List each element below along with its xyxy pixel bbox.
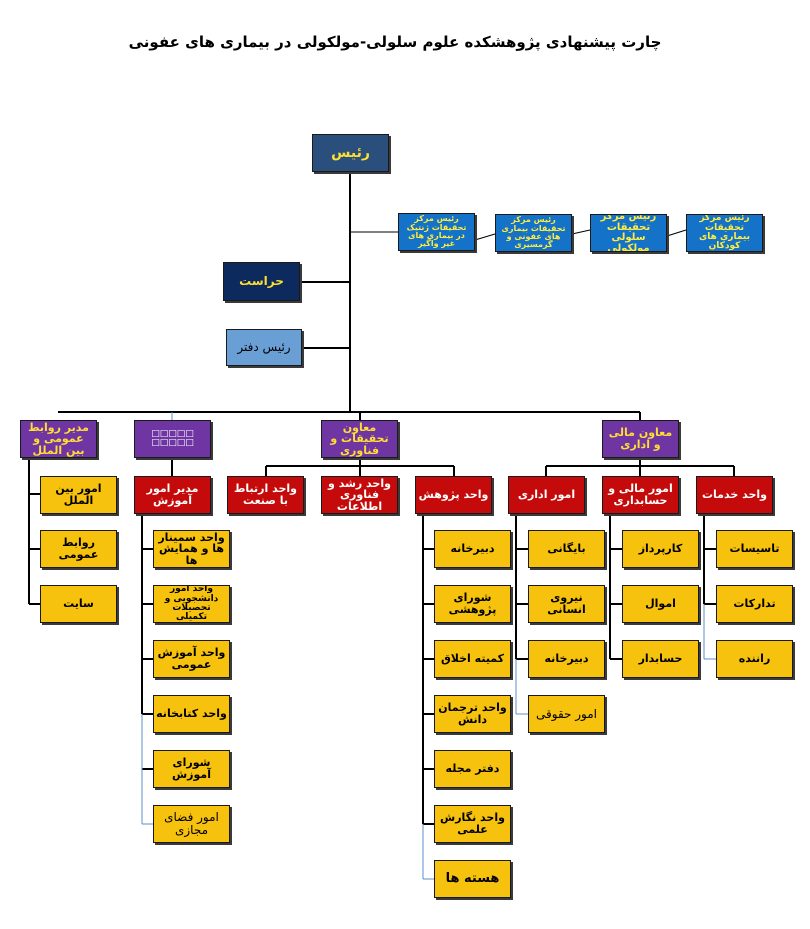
office-head-box: رئیس دفتر [226,329,302,366]
research-secretariat-box: دبیرخانه [434,530,511,568]
cores-box: هسته ها [434,860,511,898]
legal-affairs-box: امور حقوقی [528,695,605,733]
admin-secretariat-box: دبیرخانه [528,640,605,678]
education-manager-box: مدیر امور آموزش [134,476,211,514]
education-deputy-box: □□□□□ □□□□□ [134,420,211,458]
education-council-box: شورای آموزش [153,750,230,788]
seminar-unit-box: واحد سمینار ها و همایش ها [153,530,230,568]
finance-deputy-box: معاون مالی و اداری [602,420,679,458]
admin-affairs-box: امور اداری [508,476,585,514]
international-head-box: مدیر روابط عمومی و بین الملل [20,420,97,458]
archive-box: بایگانی [528,530,605,568]
supplies-box: تدارکات [716,585,793,623]
infectious-center-head: رئیس مرکز تحقیقات بیماری های عفونی و گرم… [495,214,572,252]
industry-liaison-box: واحد ارتباط با صنعت [227,476,304,514]
student-affairs-box: واحد امور دانشجویی و تحصیلات تکمیلی [153,585,230,623]
ethics-committee-box: کمیته اخلاق [434,640,511,678]
genetics-center-head: رئیس مرکز تحقیقات ژنتیک در بیماری های غی… [398,213,475,251]
growth-it-box: واحد رشد و فناوری اطلاعات [321,476,398,514]
public-relations-box: روابط عمومی [40,530,117,568]
cellular-center-head: رئیس مرکز تحقیقات سلولی مولکولی [590,214,667,252]
accountant-box: حسابدار [622,640,699,678]
services-unit-box: واحد خدمات [696,476,773,514]
facilities-box: تاسیسات [716,530,793,568]
general-education-box: واحد آموزش عمومی [153,640,230,678]
library-box: واحد کتابخانه [153,695,230,733]
scientific-writing-box: واحد نگارش علمی [434,805,511,843]
cyberspace-affairs-box: امور فضای مجازی [153,805,230,843]
journal-office-box: دفتر مجله [434,750,511,788]
procurement-officer-box: کارپرداز [622,530,699,568]
human-resources-box: نیروی انسانی [528,585,605,623]
head-box: رئیس [312,134,389,172]
chart-title: چارت پیشنهادی پژوهشکده علوم سلولی-مولکول… [128,33,662,51]
security-box: حراست [223,262,300,301]
knowledge-translation-box: واحد ترجمان دانش [434,695,511,733]
international-affairs-box: امور بین الملل [40,476,117,514]
research-unit-box: واحد پژوهش [415,476,492,514]
assets-box: اموال [622,585,699,623]
research-council-box: شورای پژوهشی [434,585,511,623]
driver-box: راننده [716,640,793,678]
website-box: سایت [40,585,117,623]
pediatric-center-head: رئیس مرکز تحقیقات بیماری های کودکان [686,214,763,252]
research-deputy-box: معاون تحقیقات و فناوری [321,420,398,458]
accounting-box: امور مالی و حسابداری [602,476,679,514]
